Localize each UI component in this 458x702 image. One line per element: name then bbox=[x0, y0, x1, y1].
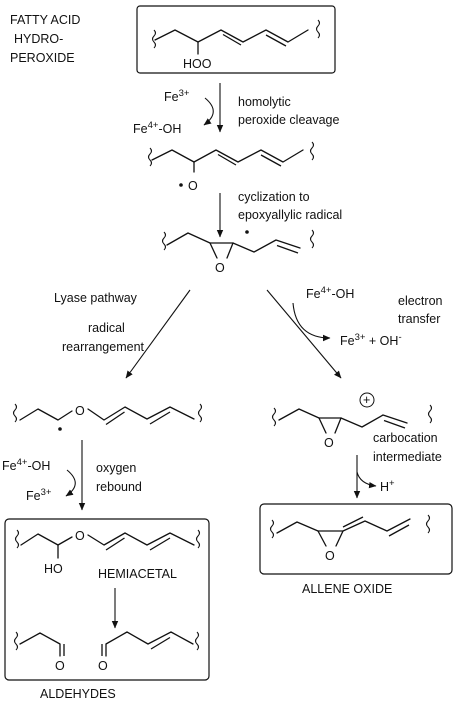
chain-break-right-icon bbox=[427, 404, 433, 424]
chain-break-right-icon bbox=[425, 514, 431, 534]
chain-break-left-icon bbox=[271, 407, 277, 427]
fe-curved-arrow-3 bbox=[65, 469, 76, 497]
o-radical-label: O bbox=[188, 179, 198, 193]
o-ether-label: O bbox=[75, 404, 85, 418]
chain-break-right-icon bbox=[309, 229, 315, 249]
aldehydes-structure: O O bbox=[13, 631, 200, 673]
radical-label-1: radical bbox=[88, 321, 125, 335]
hoo-label: HOO bbox=[183, 57, 212, 71]
positive-charge-icon bbox=[359, 392, 375, 408]
carbocation-structure: O + bbox=[271, 392, 433, 450]
proton-curved-arrow bbox=[356, 471, 377, 489]
o-ald-1-label: O bbox=[55, 659, 65, 673]
chain-break-left-icon bbox=[151, 29, 157, 49]
fe4-oh-right: Fe4+-OH bbox=[306, 285, 354, 301]
o-allene-label: O bbox=[325, 549, 335, 563]
carbocation-label-1: carbocation bbox=[373, 431, 438, 445]
carbocation-label-2: intermediate bbox=[373, 450, 442, 464]
ho-label: HO bbox=[44, 562, 63, 576]
fe3-top: Fe3+ bbox=[164, 88, 190, 104]
fatty-acid-label-1: FATTY ACID bbox=[10, 13, 80, 27]
chain-break-left-icon bbox=[13, 631, 19, 651]
homolytic-label-1: homolytic bbox=[238, 95, 291, 109]
oxygen-rebound-label-1: oxygen bbox=[96, 461, 136, 475]
hydroperoxide-frame bbox=[136, 5, 336, 74]
homolytic-label-2: peroxide cleavage bbox=[238, 113, 340, 127]
allene-oxide-frame bbox=[259, 503, 453, 575]
electron-label-2: transfer bbox=[398, 312, 440, 326]
hemiacetal-structure: O HO bbox=[14, 529, 201, 576]
o-hemiacetal-label: O bbox=[75, 529, 85, 543]
chain-break-right-icon bbox=[309, 141, 315, 161]
fe4-oh-left: Fe4+-OH bbox=[2, 457, 50, 473]
fatty-acid-label-2: HYDRO- bbox=[14, 32, 63, 46]
radical-label-2: rearrangement bbox=[62, 340, 145, 354]
radical-dot-icon bbox=[245, 230, 249, 234]
fe3-oh-right: Fe3+ + OH- bbox=[340, 332, 402, 348]
fe-curved-arrow-1 bbox=[203, 97, 214, 126]
chain-break-left-icon bbox=[12, 403, 18, 423]
hemiacetal-frame bbox=[4, 518, 210, 681]
epoxyallylic-radical-structure: O bbox=[161, 229, 315, 275]
chain-break-right-icon bbox=[315, 19, 321, 39]
plus-label: + bbox=[363, 393, 370, 407]
allene-oxide-structure: O bbox=[269, 514, 431, 563]
lyase-arrow bbox=[125, 289, 191, 379]
fe-curved-arrow-2 bbox=[292, 302, 331, 342]
fatty-acid-label-3: PEROXIDE bbox=[10, 51, 75, 65]
cyclization-label-2: epoxyallylic radical bbox=[238, 208, 342, 222]
hemiacetal-label: HEMIACETAL bbox=[98, 567, 177, 581]
alkoxyl-radical-structure: O bbox=[147, 141, 315, 193]
aldehydes-label: ALDEHYDES bbox=[40, 687, 116, 701]
radical-dot-icon bbox=[58, 427, 62, 431]
chain-break-left-icon bbox=[14, 529, 20, 549]
allene-oxide-label: ALLENE OXIDE bbox=[302, 582, 392, 596]
fe3-left: Fe3+ bbox=[26, 487, 52, 503]
h-plus: H+ bbox=[380, 478, 395, 494]
o-epoxide-label-1: O bbox=[215, 261, 225, 275]
hydroperoxide-structure: HOO bbox=[151, 19, 321, 71]
o-epoxide-label-2: O bbox=[324, 436, 334, 450]
chain-break-left-icon bbox=[161, 231, 167, 251]
chain-break-left-icon bbox=[269, 519, 275, 539]
chain-break-right-icon bbox=[195, 529, 201, 549]
cyclization-label-1: cyclization to bbox=[238, 190, 310, 204]
aos-arrow bbox=[266, 289, 342, 379]
chain-break-right-icon bbox=[197, 403, 203, 423]
electron-label-1: electron bbox=[398, 294, 443, 308]
radical-dot-icon bbox=[179, 183, 183, 187]
oxygen-rebound-label-2: rebound bbox=[96, 480, 142, 494]
chain-break-left-icon bbox=[147, 147, 153, 167]
chain-break-right-icon bbox=[194, 631, 200, 651]
ether-radical-structure: O bbox=[12, 403, 203, 431]
o-ald-2-label: O bbox=[98, 659, 108, 673]
fe4-oh-top: Fe4+-OH bbox=[133, 120, 181, 136]
lyase-label: Lyase pathway bbox=[54, 291, 138, 305]
